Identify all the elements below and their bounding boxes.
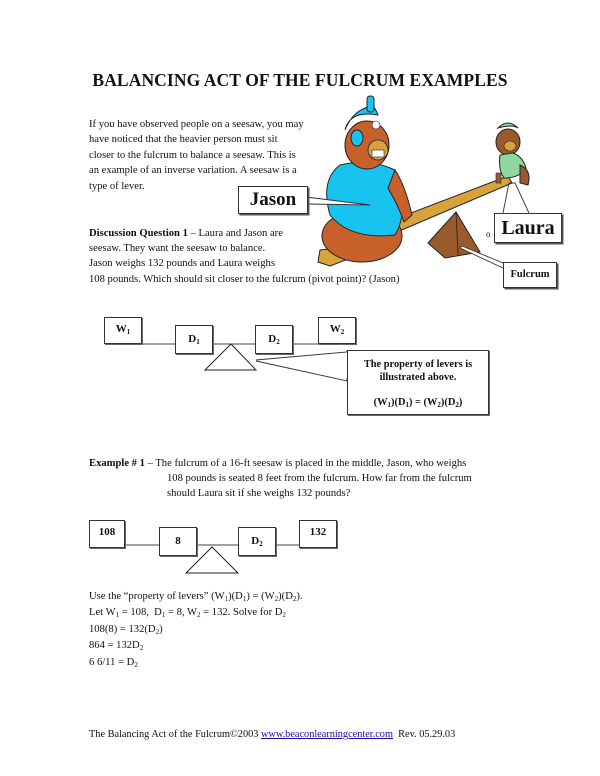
intro-line: If you have observed people on a seesaw,… [89, 119, 304, 130]
example-line: should Laura sit if she weighs 132 pound… [167, 488, 351, 500]
page-title: BALANCING ACT OF THE FULCRUM EXAMPLES [92, 70, 508, 90]
w1-value-box: 108 [89, 520, 125, 548]
example-line: 108 pounds is seated 8 feet from the ful… [167, 473, 472, 485]
solution-steps: Use the “property of levers” (W1)(D1) = … [89, 590, 389, 672]
intro-paragraph: If you have observed people on a seesaw,… [89, 117, 359, 194]
w2-box: W2 [318, 317, 356, 344]
d1-value-box: 8 [159, 527, 197, 556]
d2-box: D2 [255, 325, 293, 354]
property-of-levers-callout: The property of levers is illustrated ab… [347, 350, 489, 415]
discussion-line: Laura and Jason are [198, 228, 283, 239]
example-1: Example # 1 – The fulcrum of a 16-ft see… [89, 456, 529, 502]
solution-line: 864 = 132D2 [89, 640, 144, 653]
jason-label: Jason [238, 186, 308, 214]
footer-revision: Rev. 05.29.03 [398, 729, 456, 740]
solution-line: Use the “property of levers” (W1)(D1) = … [89, 591, 303, 603]
fulcrum-label: Fulcrum [503, 262, 557, 288]
solution-line: Let W1 = 108, D1 = 8, W2 = 132. Solve fo… [89, 607, 286, 620]
d1-box: D1 [175, 325, 213, 354]
intro-line: have noticed that the heavier person mus… [89, 134, 278, 146]
w1-box: W1 [104, 317, 142, 344]
lever-equation: (W1)(D1) = (W2)(D2) [373, 397, 463, 409]
discussion-line: seesaw. They want the seesaw to balance. [89, 243, 266, 255]
intro-line: an example of an inverse variation. A se… [89, 165, 297, 177]
example-heading: Example # 1 [89, 458, 145, 469]
footer-text: The Balancing Act of the Fulcrum©2003 [89, 729, 259, 740]
w2-value-box: 132 [299, 520, 337, 548]
discussion-heading: Discussion Question 1 [89, 228, 188, 239]
discussion-line: Jason weighs 132 pounds and Laura weighs [89, 258, 275, 270]
discussion-line: 108 pounds. Which should sit closer to t… [89, 273, 400, 285]
fulcrum-shape-icon [427, 211, 481, 259]
laura-bear-icon [495, 122, 530, 186]
footer-link[interactable]: www.beaconlearningcenter.com [260, 729, 393, 740]
example-line: The fulcrum of a 16-ft seesaw is placed … [155, 458, 467, 469]
callout-line: The property of levers is [363, 359, 473, 370]
laura-label: Laura [494, 213, 562, 243]
solution-line: 6 6/11 = D2 [89, 656, 138, 669]
stray-text: o [486, 229, 491, 239]
intro-line: type of lever. [89, 180, 145, 192]
solution-line: 108(8) = 132(D2) [89, 623, 163, 636]
callout-line: illustrated above. [379, 372, 457, 383]
lever-diagram-general [112, 343, 348, 382]
d2-unknown-box: D2 [238, 527, 276, 556]
intro-line: closer to the fulcrum to balance a seesa… [89, 149, 296, 161]
jason-bear-icon [321, 95, 413, 263]
discussion-question: Discussion Question 1 – Laura and Jason … [89, 226, 469, 287]
footer: The Balancing Act of the Fulcrum©2003 ww… [89, 729, 455, 740]
